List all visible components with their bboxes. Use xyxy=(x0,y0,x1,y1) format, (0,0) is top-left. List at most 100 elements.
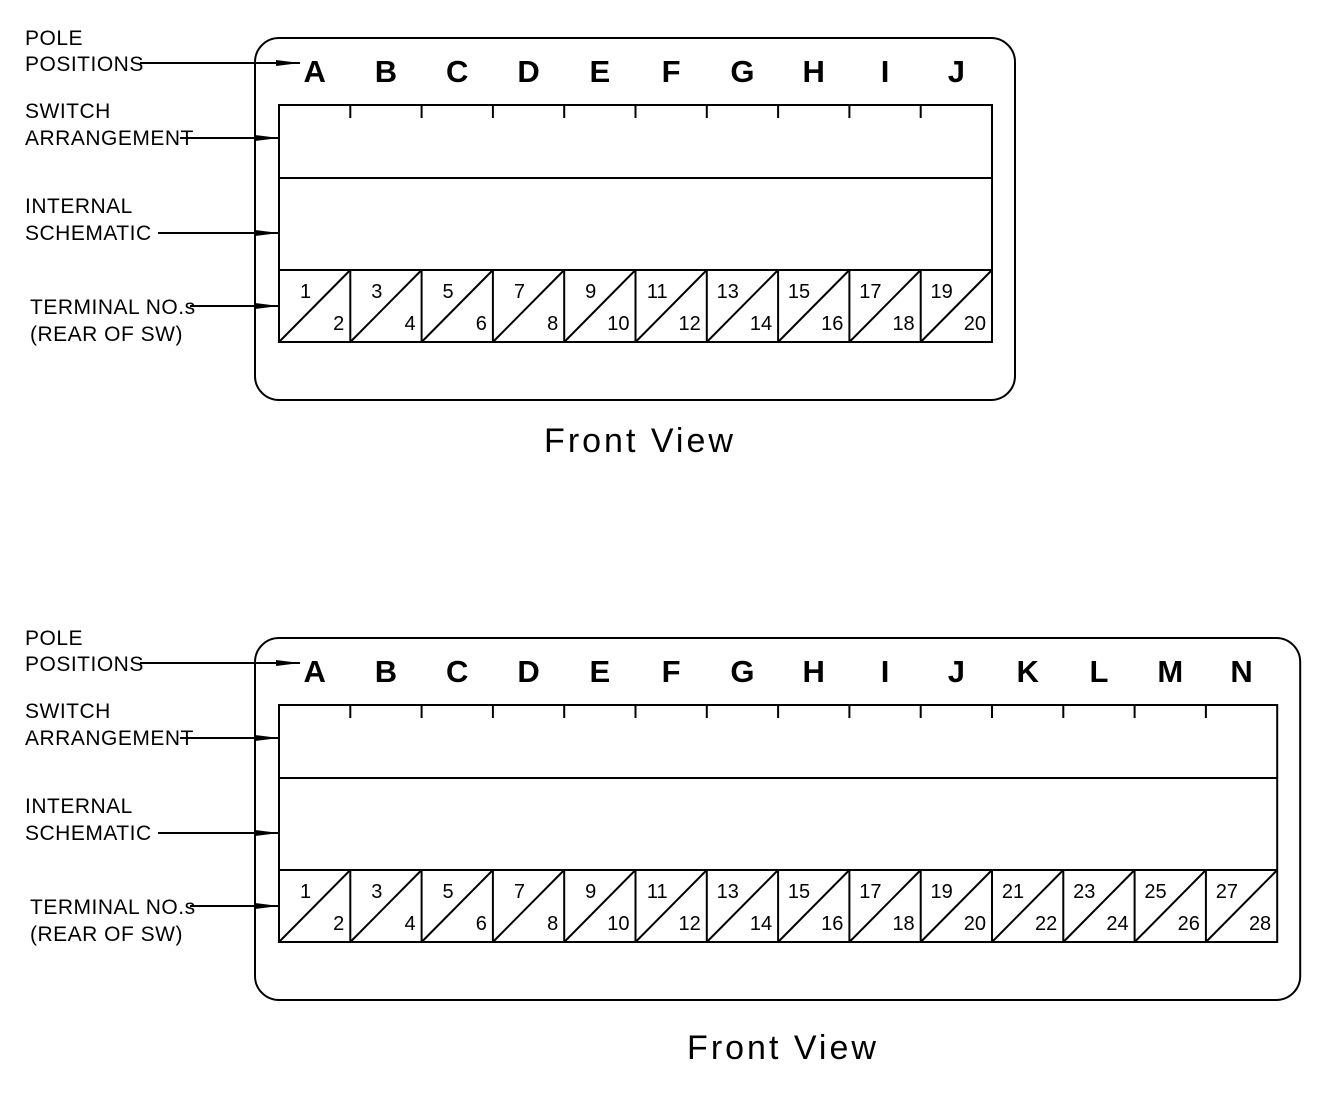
pole-position-g: G xyxy=(730,54,754,89)
pole-position-a: A xyxy=(303,54,325,89)
terminal-number-top: 13 xyxy=(717,281,739,303)
terminal-number-bottom: 4 xyxy=(404,913,415,935)
pole-position-j: J xyxy=(948,54,965,89)
terminal-number-bottom: 20 xyxy=(964,913,986,935)
terminal-number-top: 3 xyxy=(371,281,382,303)
terminal-diagonal xyxy=(777,869,851,943)
front-view-caption: Front View xyxy=(687,1029,879,1067)
terminal-number-bottom: 18 xyxy=(892,913,914,935)
switch-label: ARRANGEMENT xyxy=(25,727,194,750)
terminal-diagonal xyxy=(278,869,352,943)
terminal-number-bottom: 2 xyxy=(333,913,344,935)
terminal-number-bottom: 10 xyxy=(607,913,629,935)
pole-label: POSITIONS xyxy=(25,653,144,676)
terminal-diagonal xyxy=(420,869,494,943)
diagram-frame xyxy=(254,637,1302,1001)
terminal-diagonal xyxy=(919,869,993,943)
pole-position-i: I xyxy=(881,54,890,89)
pole-position-k: K xyxy=(1016,654,1039,689)
terminal-number-top: 1 xyxy=(300,881,311,903)
terminal-number-top: 5 xyxy=(443,281,454,303)
terminal-diagonal xyxy=(991,869,1065,943)
terminal-number-top: 9 xyxy=(585,281,596,303)
terminal-number-bottom: 12 xyxy=(679,313,701,335)
terminal-diagonal xyxy=(420,269,494,343)
terminal-number-top: 11 xyxy=(647,881,668,903)
pole-position-e: E xyxy=(590,654,611,689)
pole-position-e: E xyxy=(590,54,611,89)
terminal-number-top: 5 xyxy=(443,881,454,903)
pole-position-i: I xyxy=(881,654,890,689)
pole-position-f: F xyxy=(662,54,681,89)
pole-position-c: C xyxy=(446,654,468,689)
terminal-diagonal xyxy=(278,269,352,343)
pole-label: POLE xyxy=(25,27,83,50)
terminal-number-top: 19 xyxy=(931,881,953,903)
terminal-number-bottom: 18 xyxy=(892,313,914,335)
terminal-number-top: 13 xyxy=(717,881,739,903)
terminal-diagonal xyxy=(349,269,423,343)
terminal-number-top: 27 xyxy=(1216,881,1238,903)
terminal-diagonal xyxy=(349,869,423,943)
terminal-diagonal xyxy=(848,869,922,943)
switch-label: ARRANGEMENT xyxy=(25,127,194,150)
terminal-label: TERMINAL NO.s xyxy=(30,896,196,919)
terminal-diagonal xyxy=(492,269,565,343)
terminal-number-top: 21 xyxy=(1002,881,1024,903)
front-view-caption: Front View xyxy=(544,422,736,460)
switch-label: SWITCH xyxy=(25,100,111,123)
terminal-diagonal xyxy=(848,269,922,343)
switch-label: SWITCH xyxy=(25,700,111,723)
internal-label: SCHEMATIC xyxy=(25,822,152,845)
terminal-number-bottom: 10 xyxy=(607,313,629,335)
pole-position-f: F xyxy=(662,654,681,689)
pole-position-c: C xyxy=(446,54,468,89)
terminal-number-top: 15 xyxy=(788,281,810,303)
terminal-diagonal xyxy=(706,869,779,943)
terminal-number-bottom: 12 xyxy=(679,913,701,935)
terminal-number-top: 9 xyxy=(585,881,596,903)
terminal-diagonal xyxy=(919,269,993,343)
terminal-diagonal xyxy=(1205,869,1278,943)
terminal-number-bottom: 2 xyxy=(333,313,344,335)
terminal-number-bottom: 4 xyxy=(404,313,415,335)
pole-position-h: H xyxy=(803,54,825,89)
terminal-diagonal xyxy=(777,269,851,343)
pole-position-l: L xyxy=(1089,654,1108,689)
terminal-number-bottom: 6 xyxy=(476,313,487,335)
pole-position-m: M xyxy=(1157,654,1183,689)
terminal-number-top: 17 xyxy=(859,881,881,903)
terminal-diagonal xyxy=(492,869,565,943)
terminal-label: TERMINAL NO.s xyxy=(30,296,196,319)
terminal-number-bottom: 16 xyxy=(821,913,843,935)
pole-position-a: A xyxy=(303,654,325,689)
terminal-number-bottom: 20 xyxy=(964,313,986,335)
terminal-number-bottom: 8 xyxy=(547,913,558,935)
terminal-diagonal xyxy=(563,869,637,943)
terminal-diagonal xyxy=(563,269,637,343)
terminal-number-top: 25 xyxy=(1144,881,1166,903)
terminal-number-top: 1 xyxy=(300,281,311,303)
internal-label: INTERNAL xyxy=(25,195,133,218)
terminal-number-bottom: 22 xyxy=(1035,913,1057,935)
terminal-number-top: 19 xyxy=(931,281,953,303)
terminal-diagonal xyxy=(1062,869,1136,943)
terminal-number-top: 7 xyxy=(514,881,525,903)
terminal-diagonal xyxy=(634,269,708,343)
pole-position-d: D xyxy=(517,54,539,89)
pole-position-j: J xyxy=(948,654,965,689)
terminal-number-bottom: 26 xyxy=(1178,913,1200,935)
terminal-number-bottom: 6 xyxy=(476,913,487,935)
pole-label: POLE xyxy=(25,627,83,650)
terminal-label: (REAR OF SW) xyxy=(30,923,183,946)
internal-label: INTERNAL xyxy=(25,795,133,818)
terminal-number-top: 7 xyxy=(514,281,525,303)
internal-label: SCHEMATIC xyxy=(25,222,152,245)
terminal-number-top: 17 xyxy=(859,281,881,303)
terminal-diagonal xyxy=(1133,869,1207,943)
terminal-diagonal xyxy=(634,869,708,943)
terminal-number-top: 11 xyxy=(647,281,668,303)
